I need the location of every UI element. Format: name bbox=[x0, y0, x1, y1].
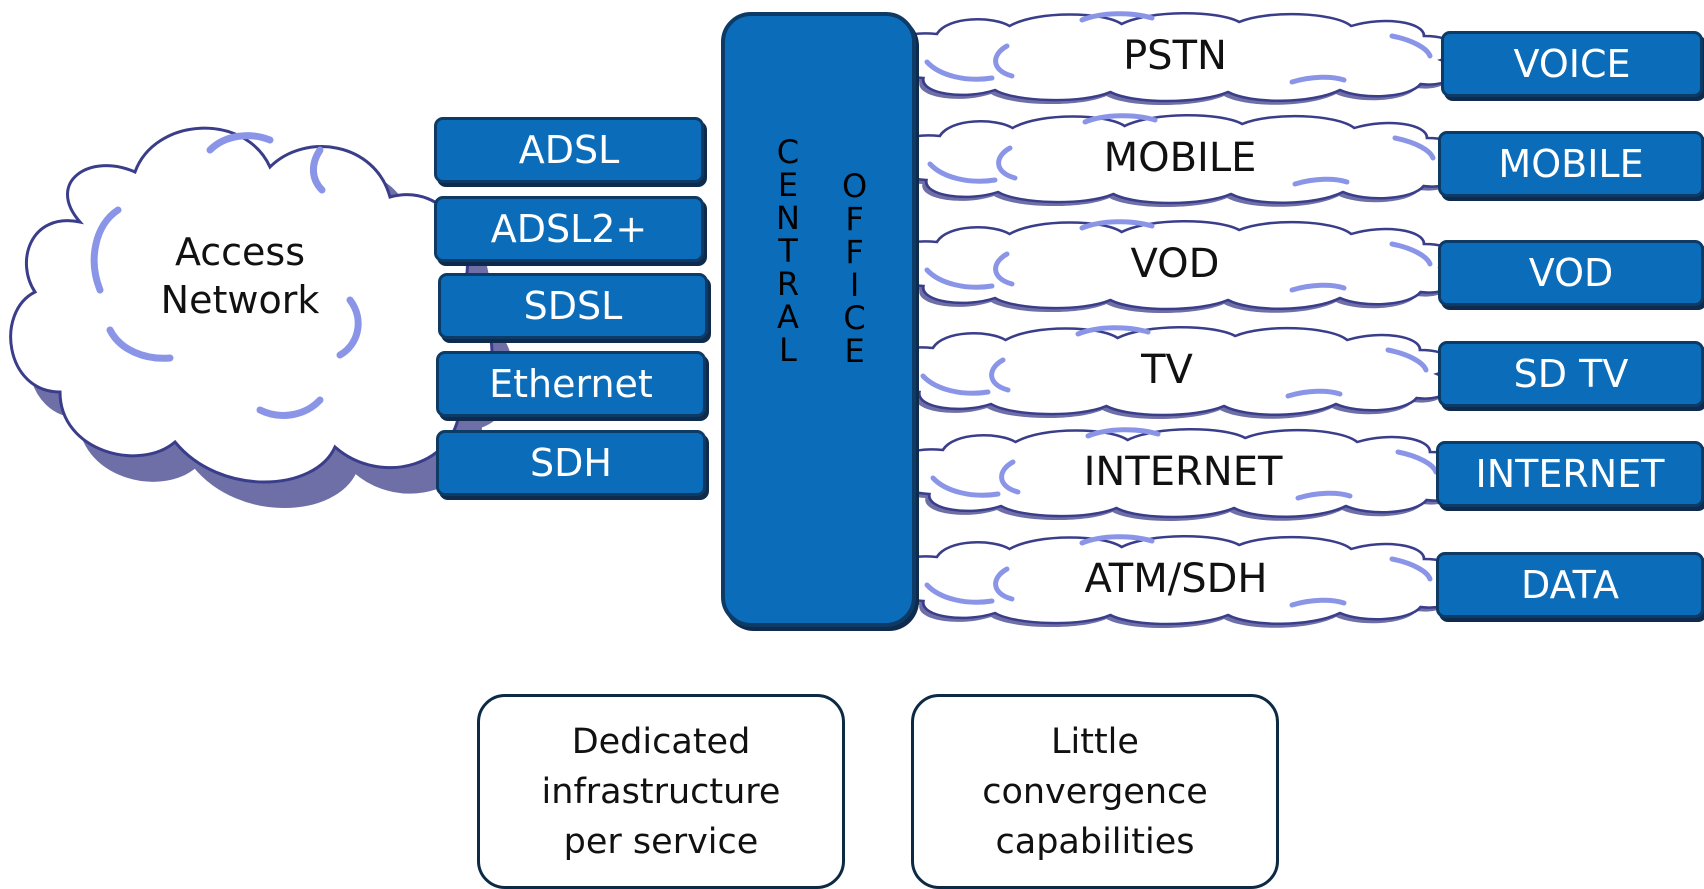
access-network-cloud bbox=[9, 126, 514, 508]
network-cloud-atm-sdh bbox=[889, 534, 1457, 628]
service-box-sd-tv: SD TV bbox=[1438, 341, 1704, 407]
network-label-vod: VOD bbox=[1130, 241, 1220, 287]
access-box-sdh: SDH bbox=[436, 430, 706, 496]
service-box-vod: VOD bbox=[1438, 240, 1704, 306]
network-cloud-pstn bbox=[889, 11, 1457, 105]
central-office-label-office: O F F I C E bbox=[842, 167, 868, 370]
central-office-label-central: C E N T R A L bbox=[776, 133, 800, 369]
central-office bbox=[721, 12, 916, 627]
access-box-ethernet: Ethernet bbox=[436, 351, 706, 417]
service-box-mobile: MOBILE bbox=[1438, 131, 1704, 197]
network-label-atm-sdh: ATM/SDH bbox=[1084, 556, 1268, 602]
network-clouds bbox=[885, 11, 1463, 628]
network-cloud-tv bbox=[885, 325, 1453, 419]
network-cloud-internet bbox=[895, 427, 1463, 521]
note-little-convergence: Little convergence capabilities bbox=[911, 694, 1279, 889]
network-label-pstn: PSTN bbox=[1123, 33, 1227, 79]
network-cloud-vod bbox=[889, 219, 1457, 313]
network-label-mobile: MOBILE bbox=[1103, 135, 1257, 181]
access-box-adsl: ADSL bbox=[434, 117, 704, 183]
network-cloud-mobile bbox=[892, 113, 1460, 207]
service-box-internet: INTERNET bbox=[1436, 441, 1704, 507]
network-label-internet: INTERNET bbox=[1083, 449, 1283, 495]
access-network-label: Access Network bbox=[160, 230, 320, 322]
service-box-voice: VOICE bbox=[1441, 31, 1703, 97]
network-label-tv: TV bbox=[1141, 347, 1193, 393]
service-box-data: DATA bbox=[1436, 552, 1704, 618]
access-box-sdsl: SDSL bbox=[438, 273, 708, 339]
access-box-adsl2plus: ADSL2+ bbox=[434, 196, 704, 262]
note-dedicated-infrastructure: Dedicated infrastructure per service bbox=[477, 694, 845, 889]
